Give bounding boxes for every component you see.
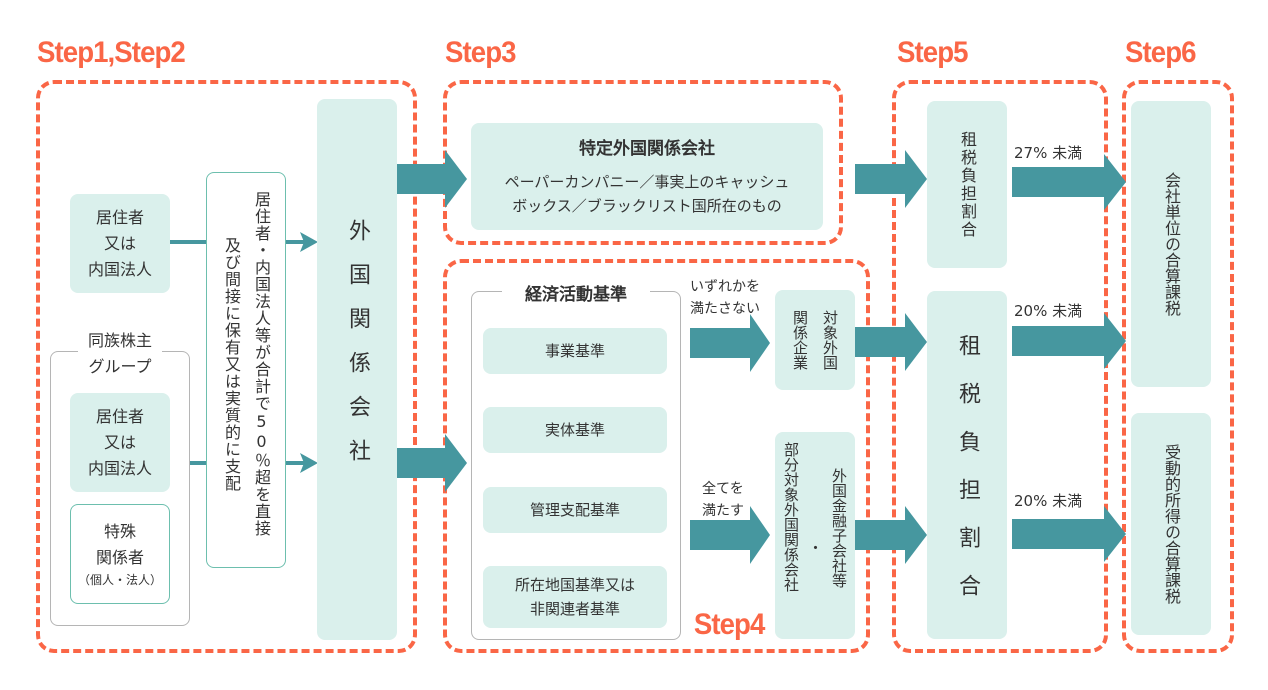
arrow-to-step4	[397, 434, 467, 492]
tax-burden-ratio-large-label: 租税負担割合	[955, 334, 980, 622]
arrow-to-foreign-company-top	[286, 232, 318, 252]
arrow-all-met	[690, 506, 770, 564]
arrow-partial-to-step5	[855, 506, 927, 564]
connector-line-bottom	[190, 461, 206, 465]
arrow-to-foreign-company-bottom	[286, 453, 318, 473]
criterion-substance: 実体基準	[483, 407, 667, 453]
criterion-business: 事業基準	[483, 328, 667, 374]
arrow-27-to-company-unit	[1012, 154, 1126, 210]
all-met-label: 全てを 満たす	[702, 481, 744, 519]
passive-income-aggregate-tax-box: 受動的所得の合算課税	[1131, 413, 1211, 635]
passive-income-aggregate-tax-label: 受動的所得の合算課税	[1162, 444, 1181, 604]
step-5-label: Step5	[897, 36, 968, 69]
special-related-line1: 特殊	[103, 522, 136, 541]
special-related-party-box: 特殊 関係者 （個人・法人）	[70, 504, 170, 604]
arrow-target-to-step5	[855, 313, 927, 371]
specified-foreign-company-desc-line2: ボックス／ブラックリスト国所在のもの	[512, 196, 782, 215]
threshold-20-label-a: 20% 未満	[1014, 302, 1083, 320]
threshold-27-label: 27% 未満	[1014, 144, 1083, 162]
arrow-20-to-company-unit	[1012, 313, 1126, 369]
target-foreign-related-col2: 関係企業	[791, 310, 809, 370]
step-6-label: Step6	[1125, 36, 1196, 69]
ownership-condition-col2: 及び間接に保有又は実質的に支配	[222, 236, 241, 492]
foreign-related-company-box: 外国関係会社	[317, 99, 397, 640]
family-shareholder-group-title: 同族株主 グループ	[78, 328, 162, 380]
step-1-2-label: Step1,Step2	[37, 36, 186, 69]
foreign-financial-subsidiary-label: 外国金融子会社等	[830, 468, 848, 588]
step-6-section	[1122, 80, 1234, 653]
target-foreign-related-company-box: 対象外国 関係企業	[775, 290, 855, 390]
tax-burden-ratio-small-label: 租税負担割合	[958, 130, 977, 239]
step-1-2-section	[36, 80, 417, 653]
arrow-step3-to-step5	[855, 150, 927, 208]
ownership-condition-box: 居住者・内国法人等が合計で50％超を直接 及び間接に保有又は実質的に支配	[206, 172, 286, 568]
ownership-condition-col1: 居住者・内国法人等が合計で50％超を直接	[252, 191, 271, 537]
step-4-label: Step4	[692, 608, 767, 642]
threshold-20-label-b: 20% 未満	[1014, 492, 1083, 510]
company-unit-aggregate-tax-label: 会社単位の合算課税	[1162, 172, 1181, 316]
not-met-label: いずれかを 満たさない	[690, 279, 760, 317]
step-5-section	[892, 80, 1108, 653]
connector-line-top	[170, 240, 206, 244]
specified-foreign-company-title: 特定外国関係会社	[579, 138, 715, 159]
economic-activity-criteria-title: 経済活動基準	[502, 282, 650, 308]
family-resident-or-domestic-corp-box: 居住者 又は 内国法人	[70, 393, 170, 492]
step-3-label: Step3	[445, 36, 516, 69]
resident-or-domestic-corp-box: 居住者 又は 内国法人	[70, 194, 170, 293]
specified-foreign-company-box: 特定外国関係会社 ペーパーカンパニー／事実上のキャッシュ ボックス／ブラックリス…	[471, 123, 823, 230]
partial-target-foreign-company-label: 部分対象外国関係会社	[782, 442, 800, 592]
special-related-note: （個人・法人）	[77, 573, 162, 587]
arrow-to-step3	[397, 150, 467, 208]
arrow-not-met	[690, 314, 770, 372]
separator-dot: ・	[806, 539, 824, 555]
special-related-line2: 関係者	[95, 548, 144, 567]
criterion-management-control: 管理支配基準	[483, 487, 667, 533]
company-unit-aggregate-tax-box: 会社単位の合算課税	[1131, 101, 1211, 387]
tax-burden-ratio-large-box: 租税負担割合	[927, 291, 1007, 639]
target-foreign-related-col1: 対象外国	[821, 310, 839, 370]
criterion-location-or-unrelated: 所在地国基準又は 非関連者基準	[483, 566, 667, 628]
arrow-20-to-passive-income	[1012, 506, 1126, 562]
foreign-related-company-label: 外国関係会社	[345, 219, 370, 483]
tax-burden-ratio-small-box: 租税負担割合	[927, 101, 1007, 268]
partial-target-foreign-company-box: 外国金融子会社等 ・ 部分対象外国関係会社	[775, 432, 855, 639]
specified-foreign-company-desc-line1: ペーパーカンパニー／事実上のキャッシュ	[504, 172, 790, 191]
